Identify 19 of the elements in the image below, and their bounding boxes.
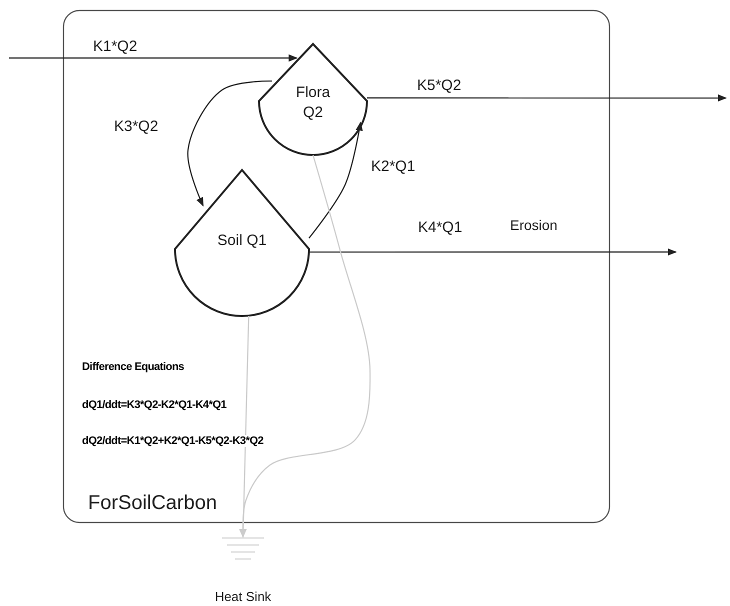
arrow xyxy=(9,54,298,62)
annotation-text: Erosion xyxy=(510,217,558,233)
edge-label: K4*Q1 xyxy=(418,219,462,236)
compartment-label: Soil Q1 xyxy=(216,231,268,251)
edge-label: K1*Q2 xyxy=(93,38,138,55)
compartment-label: Flora Q2 xyxy=(294,83,332,123)
arrow xyxy=(239,154,371,538)
arrow xyxy=(309,248,677,256)
edge-label: K2*Q1 xyxy=(371,158,416,175)
equation-text: dQ2/ddt=K1*Q2+K2*Q1-K5*Q2-K3*Q2 xyxy=(82,435,264,447)
node-caption: Heat Sink xyxy=(214,589,272,604)
arrow xyxy=(308,122,363,238)
edge-label: K3*Q2 xyxy=(114,118,158,135)
arrow xyxy=(187,80,272,207)
equation-text: dQ1/ddt=K3*Q2-K2*Q1-K4*Q1 xyxy=(82,399,226,411)
section-heading: Difference Equations xyxy=(82,361,184,373)
arrow xyxy=(367,94,727,102)
edge-label: K5*Q2 xyxy=(417,77,462,94)
container-title: ForSoilCarbon xyxy=(88,492,217,515)
